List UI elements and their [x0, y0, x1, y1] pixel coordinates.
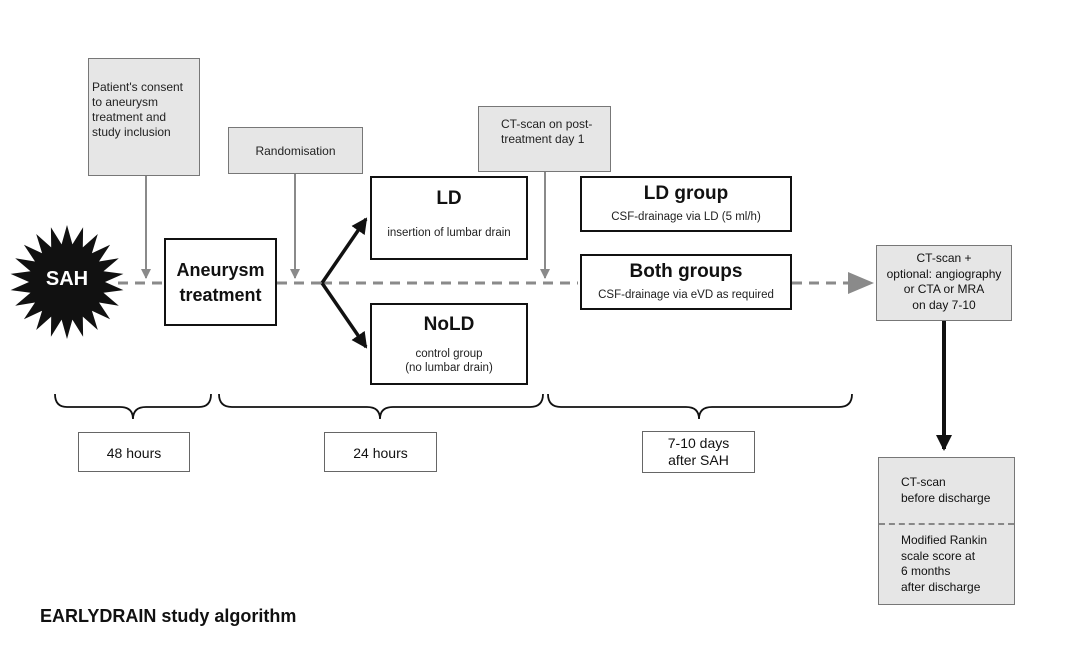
discharge-bottom-line4: after discharge: [901, 579, 981, 594]
ld-group-subtitle: CSF-drainage via LD (5 ml/h): [611, 211, 761, 223]
discharge-top-line2: before discharge: [901, 490, 991, 505]
aneurysm-treatment-label: Aneurysm treatment: [176, 260, 265, 305]
discharge-divider: [879, 523, 1014, 525]
nold-subtitle-line1: control group: [415, 348, 483, 360]
brace-7-10-days: [547, 393, 853, 420]
branch-arrow-nold: [320, 282, 368, 349]
nold-title: NoLD: [423, 314, 475, 335]
consent-text: Patient's consent to aneurysm treatment …: [92, 80, 184, 139]
consent-box: Patient's consent to aneurysm treatment …: [88, 58, 200, 176]
duration-24-hours-label: 24 hours: [353, 445, 408, 461]
ct-post-treatment-box: CT-scan on post-treatment day 1: [478, 106, 611, 172]
aneurysm-treatment-box: Aneurysm treatment: [164, 238, 277, 326]
ld-group-title: LD group: [643, 183, 729, 204]
both-groups-box: Both groups CSF-drainage via eVD as requ…: [580, 254, 792, 310]
discharge-box: CT-scan before discharge Modified Rankin…: [878, 457, 1015, 605]
duration-48-hours-label: 48 hours: [106, 445, 162, 461]
ld-title: LD: [436, 188, 462, 209]
both-groups-subtitle: CSF-drainage via eVD as required: [598, 289, 774, 301]
nold-box: NoLD control group (no lumbar drain): [370, 303, 528, 385]
discharge-bottom-line1: Modified Rankin: [901, 533, 988, 547]
diagram-title: EARLYDRAIN study algorithm: [40, 606, 297, 626]
randomisation-box: Randomisation: [228, 127, 363, 174]
duration-48-hours: 48 hours: [78, 432, 190, 472]
timeline-arrowhead: [848, 272, 874, 294]
discharge-top-section: CT-scan before discharge: [879, 458, 1014, 523]
nold-subtitle-line2: (no lumbar drain): [405, 362, 493, 374]
sah-label: SAH: [45, 268, 89, 290]
sah-starburst-icon: [10, 225, 124, 339]
brace-24-hours: [218, 393, 544, 420]
duration-7-10-days-line1: 7-10 days: [667, 435, 730, 451]
ct-day7-line1: CT-scan +: [916, 251, 972, 265]
discharge-top-line1: CT-scan: [901, 475, 946, 489]
ct-day7-box: CT-scan + optional: angiography or CTA o…: [876, 245, 1012, 321]
ct-day7-line4: on day 7-10: [912, 297, 976, 312]
ld-box: LD insertion of lumbar drain: [370, 176, 528, 260]
discharge-bottom-section: Modified Rankin scale score at 6 months …: [879, 525, 1014, 595]
discharge-bottom-line2: scale score at: [901, 548, 976, 563]
branch-arrow-ld: [320, 217, 368, 284]
duration-24-hours: 24 hours: [324, 432, 437, 472]
ct-day7-line2: optional: angiography: [886, 266, 1002, 281]
randomisation-label: Randomisation: [255, 144, 336, 158]
duration-7-10-days: 7-10 days after SAH: [642, 431, 755, 473]
ct-post-treatment-text: CT-scan on post-treatment day 1: [501, 117, 593, 146]
brace-48-hours: [54, 393, 212, 420]
ct-day7-line3: or CTA or MRA: [903, 282, 985, 296]
ld-group-box: LD group CSF-drainage via LD (5 ml/h): [580, 176, 792, 232]
duration-7-10-days-line2: after SAH: [668, 452, 729, 468]
ld-subtitle: insertion of lumbar drain: [387, 227, 511, 239]
both-groups-title: Both groups: [629, 261, 743, 282]
discharge-bottom-line3: 6 months: [901, 564, 951, 578]
